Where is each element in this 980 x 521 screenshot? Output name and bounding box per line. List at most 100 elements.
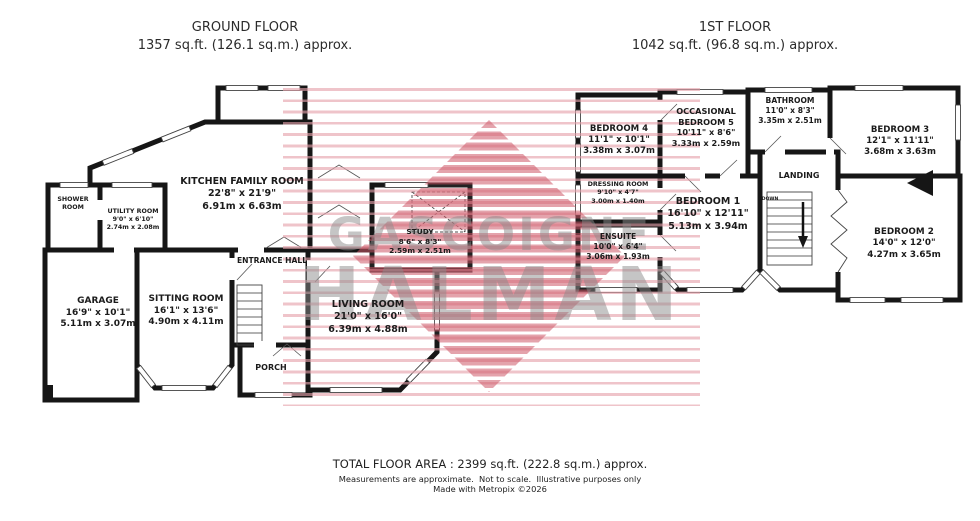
window-icon xyxy=(59,182,89,188)
room-dims-metric: 2.59m x 2.51m xyxy=(389,246,451,256)
stairs-down-label: DOWN xyxy=(752,197,788,203)
room-name: KITCHEN FAMILY ROOM xyxy=(180,176,304,187)
ground-floor-area: 1357 sq.ft. (126.1 sq.m.) approx. xyxy=(137,37,353,53)
room-name: STUDY xyxy=(406,227,434,236)
footer: TOTAL FLOOR AREA : 2399 sq.ft. (222.8 sq… xyxy=(240,457,740,494)
room-label-garage: GARAGE 16'9" x 10'1" 5.11m x 3.07m xyxy=(46,296,150,331)
window-icon xyxy=(225,85,259,91)
room-dims-metric: 3.06m x 1.93m xyxy=(586,251,650,261)
room-name: OCCASIONAL BEDROOM 5 xyxy=(676,106,736,127)
door-opening xyxy=(765,148,785,156)
window-icon xyxy=(111,182,153,188)
window-icon xyxy=(101,148,135,166)
room-name: BEDROOM 1 xyxy=(675,196,741,207)
room-dims-metric: 5.11m x 3.07m xyxy=(60,319,136,330)
room-dims-metric: 3.35m x 2.51m xyxy=(758,115,822,125)
window-icon xyxy=(161,385,207,391)
door-opening xyxy=(238,246,264,254)
room-dims-imperial: 16'9" x 10'1" xyxy=(65,307,131,318)
ground-floor-title: GROUND FLOOR 1357 sq.ft. (126.1 sq.m.) a… xyxy=(115,19,375,54)
down-arrow-icon xyxy=(798,202,808,248)
garage-pillar xyxy=(43,385,53,402)
room-label-bedroom1: BEDROOM 1 16'10" x 12'11" 5.13m x 3.94m xyxy=(645,196,771,233)
room-label-bathroom: BATHROOM 11'0" x 8'3" 3.35m x 2.51m xyxy=(740,96,840,126)
first-floor-title: 1ST FLOOR 1042 sq.ft. (96.8 sq.m.) appro… xyxy=(605,19,865,54)
room-dims-imperial: 8'6" x 8'3" xyxy=(398,236,442,246)
room-dims-imperial: 16'1" x 13'6" xyxy=(153,305,219,316)
room-dims-imperial: 14'0" x 12'0" xyxy=(872,238,936,249)
window-icon xyxy=(160,125,192,143)
door-opening xyxy=(720,172,740,180)
room-label-dressing: DRESSING ROOM 9'10" x 4'7" 3.00m x 1.40m xyxy=(566,180,670,205)
room-name: BEDROOM 3 xyxy=(870,125,930,135)
room-label-utility: UTILITY ROOM 9'0" x 6'10" 2.74m x 2.08m xyxy=(92,208,174,233)
down-text: DOWN xyxy=(761,197,779,202)
room-dims-imperial: 9'0" x 6'10" xyxy=(112,216,154,224)
room-label-shower: SHOWER ROOM xyxy=(52,196,94,212)
window-icon xyxy=(764,87,813,93)
room-label-landing: LANDING xyxy=(760,171,838,181)
room-label-bedroom3: BEDROOM 3 12'1" x 11'11" 3.68m x 3.63m xyxy=(845,125,955,159)
window-icon xyxy=(741,269,761,291)
room-name: LANDING xyxy=(778,171,820,180)
room-name: BEDROOM 2 xyxy=(874,227,934,237)
room-label-bedroom4: BEDROOM 4 11'1" x 10'1" 3.38m x 3.07m xyxy=(565,124,673,158)
room-dims-metric: 6.91m x 6.63m xyxy=(202,200,282,212)
room-name: UTILITY ROOM xyxy=(107,208,159,215)
disclaimer-text: Measurements are approximate. Not to sca… xyxy=(338,474,642,484)
room-dims-imperial: 16'10" x 12'11" xyxy=(667,208,749,220)
door-opening xyxy=(826,138,834,160)
room-dims-metric: 4.90m x 4.11m xyxy=(148,317,224,328)
watermark-text-line2: HALMAN xyxy=(298,252,682,338)
door-swing-icon xyxy=(829,137,847,155)
garage-walls xyxy=(42,247,140,403)
total-floor-area: TOTAL FLOOR AREA : 2399 sq.ft. (222.8 sq… xyxy=(332,457,648,471)
landing-walls xyxy=(757,149,841,293)
bay-window-opening xyxy=(833,190,843,272)
room-dims-metric: 2.74m x 2.08m xyxy=(106,224,160,232)
room-dims-imperial: 11'1" x 10'1" xyxy=(588,135,650,146)
watermark-text-line1: GASCOIGNE xyxy=(327,208,653,261)
room-dims-metric: 3.38m x 3.07m xyxy=(583,146,655,157)
room-name: BEDROOM 4 xyxy=(589,124,649,134)
room-label-sitting: SITTING ROOM 16'1" x 13'6" 4.90m x 4.11m xyxy=(128,294,244,329)
window-icon xyxy=(759,269,781,291)
room-name: SHOWER ROOM xyxy=(57,196,89,212)
zigzag-bay-window-icon xyxy=(830,189,848,273)
room-dims-metric: 5.13m x 3.94m xyxy=(668,220,748,232)
room-label-study: STUDY 8'6" x 8'3" 2.59m x 2.51m xyxy=(378,227,462,256)
room-dims-metric: 3.00m x 1.40m xyxy=(591,196,645,205)
room-dims-imperial: 22'8" x 21'9" xyxy=(207,188,277,200)
room-name: LIVING ROOM xyxy=(331,299,405,310)
door-swing-icon xyxy=(236,263,253,281)
room-label-entrance-hall: ENTRANCE HALL xyxy=(222,256,322,266)
credit-text: Made with Metropix ©2026 xyxy=(433,484,547,494)
room-name: PORCH xyxy=(255,363,287,372)
window-icon xyxy=(900,297,944,303)
first-floor-name: 1ST FLOOR xyxy=(698,20,772,35)
window-icon xyxy=(854,85,904,91)
window-icon xyxy=(955,104,961,141)
room-dims-imperial: 10'11" x 8'6" xyxy=(676,127,736,138)
chimney-icon xyxy=(907,170,933,196)
room-name: BATHROOM xyxy=(765,96,815,105)
room-dims-imperial: 10'0" x 6'4" xyxy=(593,241,643,251)
room-name: ENSUITE xyxy=(599,232,637,241)
room-name: GARAGE xyxy=(77,296,119,306)
room-dims-metric: 6.39m x 4.88m xyxy=(328,323,408,335)
room-label-porch: PORCH xyxy=(238,363,304,373)
stairs-icon xyxy=(236,284,263,346)
room-name: SITTING ROOM xyxy=(148,294,224,304)
door-opening xyxy=(254,341,276,349)
room-dims-imperial: 11'0" x 8'3" xyxy=(765,105,815,115)
door-opening xyxy=(114,246,134,254)
door-swing-icon xyxy=(719,159,738,177)
room-label-kitchen: KITCHEN FAMILY ROOM 22'8" x 21'9" 6.91m … xyxy=(162,176,322,213)
room-label-bedroom2: BEDROOM 2 14'0" x 12'0" 4.27m x 3.65m xyxy=(845,227,963,261)
room-dims-imperial: 9'10" x 4'7" xyxy=(597,188,639,197)
room-name: ENTRANCE HALL xyxy=(236,256,308,265)
room-dims-metric: 3.33m x 2.59m xyxy=(671,137,741,148)
ground-floor-name: GROUND FLOOR xyxy=(191,20,299,35)
room-label-bedroom5: OCCASIONAL BEDROOM 5 10'11" x 8'6" 3.33m… xyxy=(658,106,754,149)
